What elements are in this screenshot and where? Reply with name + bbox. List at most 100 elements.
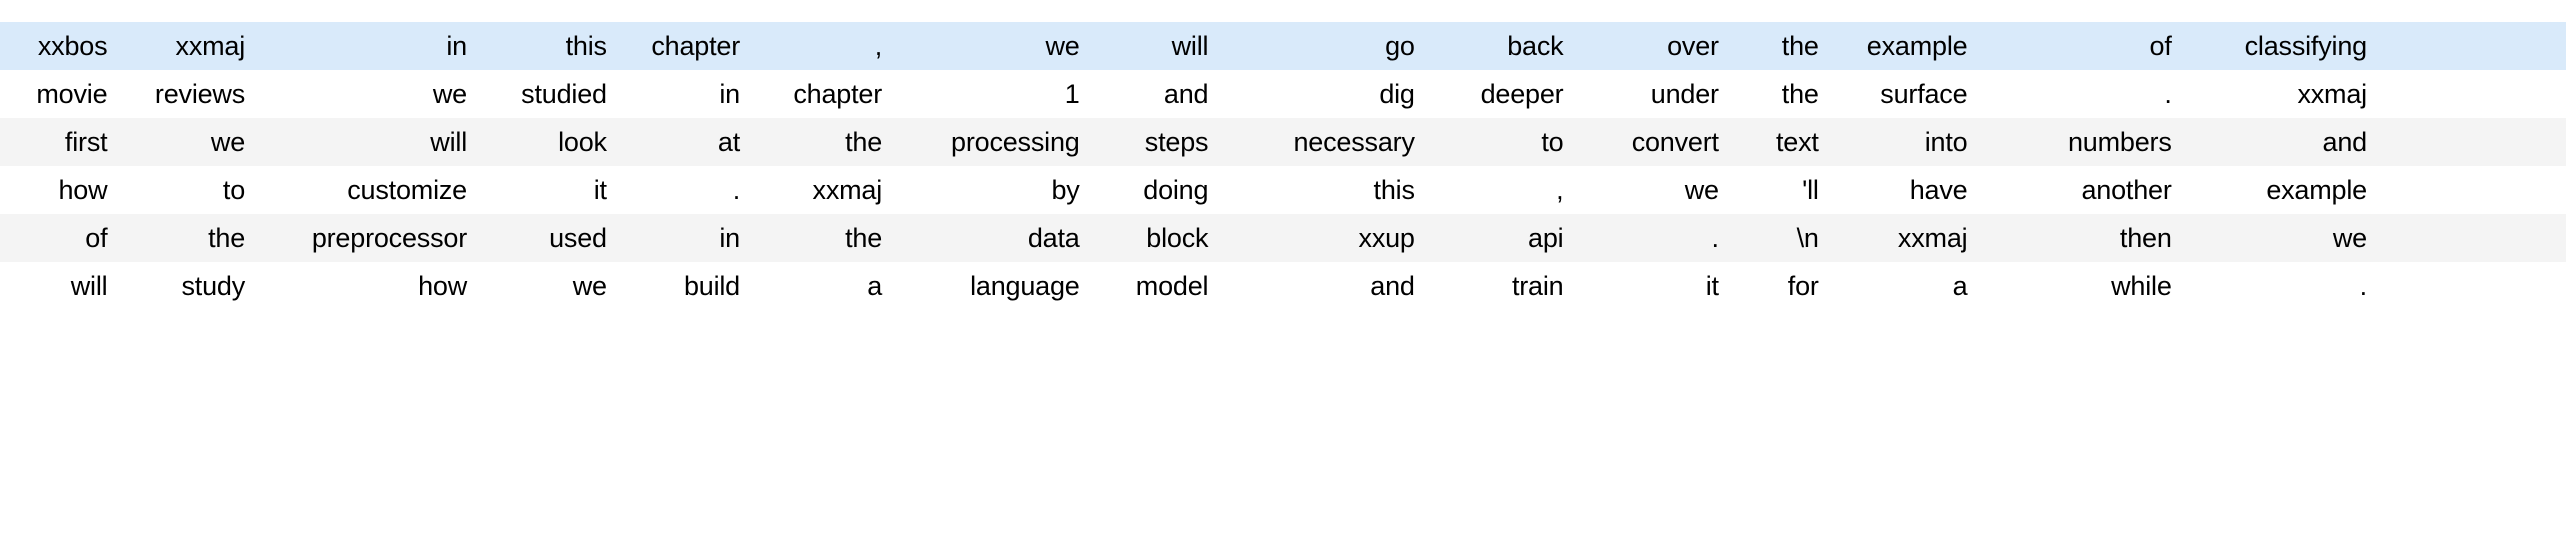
- token-cell: the: [115, 214, 254, 262]
- token-cell: how: [253, 262, 475, 310]
- token-cell: example: [1826, 22, 1976, 70]
- token-cell: first: [0, 118, 116, 166]
- token-cell: xxmaj: [2179, 70, 2375, 118]
- token-cell: block: [1087, 214, 1217, 262]
- token-cell: convert: [1571, 118, 1727, 166]
- token-cell: reviews: [115, 70, 254, 118]
- token-cell: while: [1975, 262, 2180, 310]
- token-cell: by: [890, 166, 1088, 214]
- token-cell: the: [1726, 22, 1827, 70]
- token-cell: have: [1826, 166, 1976, 214]
- token-cell: movie: [0, 70, 116, 118]
- token-cell: surface: [1826, 70, 1976, 118]
- token-cell: xxbos: [0, 22, 116, 70]
- token-cell: classifying: [2179, 22, 2375, 70]
- token-cell: [2374, 214, 2566, 262]
- token-cell: customize: [253, 166, 475, 214]
- token-cell: of: [0, 214, 116, 262]
- token-cell: of: [1975, 22, 2180, 70]
- token-cell: study: [115, 262, 254, 310]
- token-cell: processing: [890, 118, 1088, 166]
- token-cell: deeper: [1422, 70, 1572, 118]
- token-cell: .: [614, 166, 748, 214]
- token-cell: model: [1087, 262, 1217, 310]
- token-cell: in: [614, 70, 748, 118]
- token-cell: used: [475, 214, 615, 262]
- token-cell: in: [253, 22, 475, 70]
- token-cell: look: [475, 118, 615, 166]
- token-cell: a: [1826, 262, 1976, 310]
- token-cell: another: [1975, 166, 2180, 214]
- token-cell: we: [475, 262, 615, 310]
- token-cell: the: [748, 214, 891, 262]
- token-cell: back: [1422, 22, 1572, 70]
- token-cell: a: [748, 262, 891, 310]
- token-cell: xxmaj: [1826, 214, 1976, 262]
- token-cell: train: [1422, 262, 1572, 310]
- token-cell: 1: [890, 70, 1088, 118]
- token-cell: we: [253, 70, 475, 118]
- token-cell: to: [1422, 118, 1572, 166]
- token-cell: will: [0, 262, 116, 310]
- token-cell: ,: [748, 22, 891, 70]
- token-cell: it: [475, 166, 615, 214]
- token-cell: xxup: [1216, 214, 1423, 262]
- token-cell: we: [115, 118, 254, 166]
- token-cell: .: [1975, 70, 2180, 118]
- token-cell: [2374, 70, 2566, 118]
- token-cell: steps: [1087, 118, 1217, 166]
- token-cell: api: [1422, 214, 1572, 262]
- token-cell: to: [115, 166, 254, 214]
- token-cell: at: [614, 118, 748, 166]
- token-cell: build: [614, 262, 748, 310]
- token-cell: and: [1087, 70, 1217, 118]
- token-cell: [2374, 118, 2566, 166]
- token-cell: studied: [475, 70, 615, 118]
- token-cell: .: [2179, 262, 2375, 310]
- token-cell: .: [1571, 214, 1727, 262]
- token-cell: in: [614, 214, 748, 262]
- token-cell: this: [1216, 166, 1423, 214]
- token-cell: the: [1726, 70, 1827, 118]
- token-cell: the: [748, 118, 891, 166]
- token-cell: [2374, 166, 2566, 214]
- token-cell: under: [1571, 70, 1727, 118]
- token-cell: chapter: [614, 22, 748, 70]
- token-cell: we: [890, 22, 1088, 70]
- token-cell: [2374, 22, 2566, 70]
- token-cell: this: [475, 22, 615, 70]
- token-cell: over: [1571, 22, 1727, 70]
- token-cell: necessary: [1216, 118, 1423, 166]
- token-cell: [2374, 262, 2566, 310]
- token-cell: for: [1726, 262, 1827, 310]
- token-cell: xxmaj: [748, 166, 891, 214]
- token-cell: we: [2179, 214, 2375, 262]
- token-cell: dig: [1216, 70, 1423, 118]
- token-cell: \n: [1726, 214, 1827, 262]
- token-cell: numbers: [1975, 118, 2180, 166]
- token-cell: go: [1216, 22, 1423, 70]
- token-cell: and: [2179, 118, 2375, 166]
- token-cell: doing: [1087, 166, 1217, 214]
- token-cell: 'll: [1726, 166, 1827, 214]
- token-cell: will: [1087, 22, 1217, 70]
- token-cell: data: [890, 214, 1088, 262]
- token-cell: how: [0, 166, 116, 214]
- token-cell: text: [1726, 118, 1827, 166]
- token-cell: chapter: [748, 70, 891, 118]
- token-cell: ,: [1422, 166, 1572, 214]
- token-cell: preprocessor: [253, 214, 475, 262]
- token-cell: xxmaj: [115, 22, 254, 70]
- token-cell: then: [1975, 214, 2180, 262]
- token-cell: will: [253, 118, 475, 166]
- token-cell: we: [1571, 166, 1727, 214]
